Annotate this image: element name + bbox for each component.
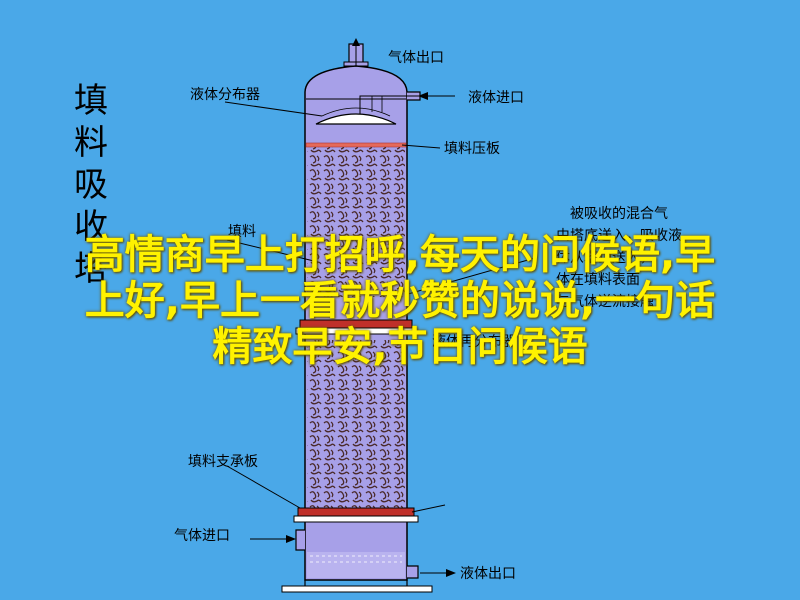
vertical-title-char: 填 (74, 81, 108, 121)
label-absorbed-gas-note: 被吸收的混合气 由塔底送入，吸收液 体从塔顶送入， 体在填料表面 与气体逆流接触… (432, 206, 682, 350)
label-gas-inlet: 气体进口 (174, 528, 230, 544)
label-packing-support-plate: 填料支承板 (188, 454, 258, 470)
arrow-gas-inlet-icon (286, 535, 296, 543)
label-liquid-inlet: 液体进口 (468, 90, 524, 106)
arrow-liquid-inlet-icon (418, 92, 428, 100)
upper-packing-bed (307, 147, 405, 297)
label-packing: 填料 (228, 224, 256, 240)
packing-support-plate (293, 507, 419, 523)
note-line: 体从塔顶送入， (556, 250, 654, 266)
packing-press-plate (305, 142, 407, 148)
label-packing-press-plate: 填料压板 (444, 141, 500, 157)
label-gas-outlet: 气体出口 (388, 50, 444, 66)
note-line: 被吸收的混合气 (570, 206, 668, 222)
overlay-line: 精致早安,节日问候语 (212, 324, 588, 370)
vertical-title-char: 吸 (74, 165, 108, 205)
vertical-title-char: 塔 (74, 249, 108, 289)
vertical-title: 填 料 吸 收 塔 (74, 81, 108, 289)
liquid-distributor (315, 113, 397, 125)
gas-inlet-nozzle (295, 529, 305, 551)
note-line: 体在填料表面 (556, 272, 640, 288)
leader-lines (224, 95, 536, 574)
vertical-title-char: 料 (74, 123, 108, 163)
liquid-outlet-nozzle (407, 565, 419, 579)
label-liquid-outlet: 液体出口 (460, 566, 516, 582)
arrow-liquid-outlet-icon (446, 569, 456, 577)
liquid-redistributor (295, 319, 417, 335)
overlay-headline: 高情商早上打招呼,每天的问候语,早 上好,早上一看就秒赞的说说,一句话 精致早安… (0, 232, 800, 370)
note-line: 由塔底送入，吸收液 (556, 228, 682, 244)
overlay-line: 高情商早上打招呼,每天的问候语,早 (84, 232, 716, 278)
overlay-line: 上好,早上一看就秒赞的说说,一句话 (84, 278, 716, 324)
top-gas-outlet-nozzle (343, 38, 369, 68)
vertical-title-char: 收 (74, 207, 108, 247)
label-liquid-distributor: 液体分布器 (190, 87, 260, 103)
note-line: 液体再分布器 (432, 334, 516, 350)
note-line: 与气体逆流接触 (556, 293, 654, 310)
column-base (281, 585, 433, 593)
lower-packing-bed (307, 340, 405, 508)
